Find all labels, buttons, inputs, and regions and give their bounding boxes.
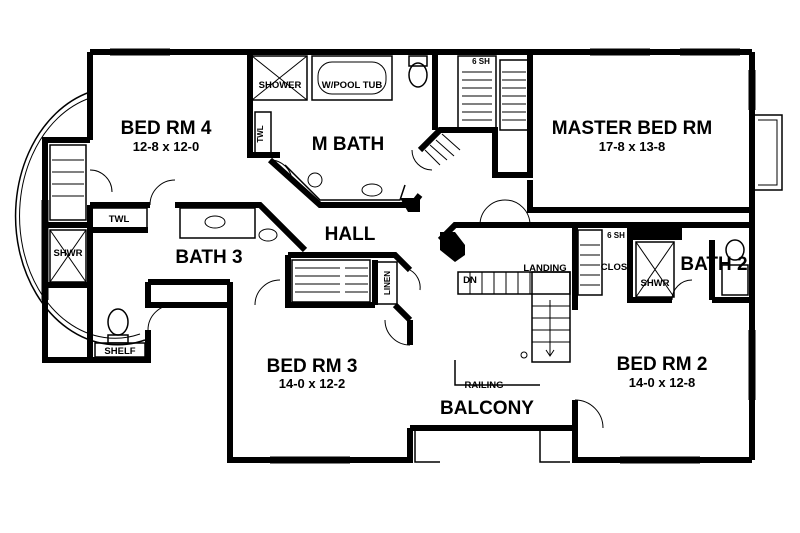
fixtures [49,55,749,386]
room-labels: BED RM 4 12-8 x 12-0 M BATH MASTER BED R… [121,118,748,419]
master-bed-rm-dims: 17-8 x 13-8 [599,139,666,154]
balcony-label: BALCONY [440,398,534,419]
windows [41,48,756,464]
bed-rm-2-label: BED RM 2 [617,354,708,375]
twl-mbath-label: TWL [256,125,265,142]
six-sh-top-label: 6 SH [472,57,490,66]
doors [89,149,693,429]
fixture-labels: SHOWER W/POOL TUB 6 SH 6 SH TWL TWL SHWR… [53,57,669,391]
shower-label: SHOWER [259,80,302,91]
exterior-walls [42,49,755,463]
bath-3-label: BATH 3 [175,247,242,268]
master-bed-rm-label: MASTER BED RM [552,118,712,139]
dn-label: DN [463,275,477,286]
shwr-left-label: SHWR [53,248,82,259]
m-bath-label: M BATH [312,134,384,155]
bed-rm-3-dims: 14-0 x 12-2 [279,376,346,391]
bath-2-label: BATH 2 [680,254,747,275]
bay-window [752,114,783,191]
balcony-posts [414,430,570,463]
bed-rm-2-dims: 14-0 x 12-8 [629,375,696,390]
landing-label: LANDING [523,263,566,274]
whirlpool-tub-label: W/POOL TUB [322,80,383,91]
shelf-label: SHELF [104,346,135,357]
bed-rm-4-label: BED RM 4 [121,118,212,139]
twl-left-label: TWL [109,214,130,225]
curved-bay [14,91,146,346]
six-sh-right-label: 6 SH [607,231,625,240]
bed-rm-4-dims: 12-8 x 12-0 [133,139,200,154]
shwr-right-label: SHWR [640,278,669,289]
clos-label: CLOS [601,262,627,273]
solid-walls [400,198,682,262]
railing-label: RAILING [464,380,503,391]
hall-label: HALL [325,224,376,245]
bed-rm-3-label: BED RM 3 [267,356,358,377]
linen-label: LINEN [383,271,392,295]
